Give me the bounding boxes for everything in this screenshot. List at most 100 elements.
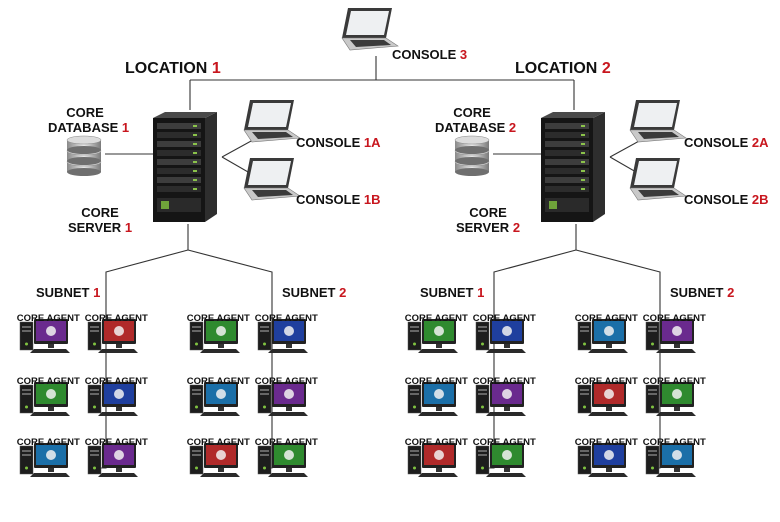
subnet-1-1-num: 1 (93, 285, 101, 300)
subnet-1-2-text: SUBNET (282, 285, 336, 300)
core-server-2-num: 2 (512, 220, 521, 235)
subnet-1-2-num: 2 (339, 285, 347, 300)
core-agent-label: CORE AGENT (186, 313, 250, 324)
subnet-2-1-bus (488, 249, 577, 469)
console-2b-text: CONSOLE (684, 192, 749, 207)
core-database-2-line2: DATABASE (435, 120, 506, 135)
core-server-1-icon (153, 112, 217, 222)
core-agent-label: CORE AGENT (186, 437, 250, 448)
core-agent-workstation-icon (475, 443, 526, 477)
core-agent-label: CORE AGENT (574, 376, 638, 387)
console-1b-num: 1B (363, 192, 381, 207)
console-2b-num: 2B (751, 192, 769, 207)
core-database-1-num: 1 (121, 120, 130, 135)
location-1-title-text: LOCATION (125, 60, 208, 77)
core-agent-workstation-icon (645, 443, 696, 477)
core-agent-workstation-icon (19, 443, 70, 477)
core-database-1-line1: CORE (66, 105, 104, 120)
core-agent-label: CORE AGENT (186, 376, 250, 387)
core-agent-workstation-icon (189, 443, 240, 477)
console-2a-laptop-icon (629, 99, 687, 143)
core-agent-workstation-icon (645, 319, 696, 353)
core-agent-workstation-icon (87, 319, 138, 353)
core-agent-label: CORE AGENT (574, 313, 638, 324)
console-2a-label: CONSOLE 2A (684, 136, 769, 149)
core-agent-label: CORE AGENT (16, 437, 80, 448)
core-database-2-num: 2 (508, 120, 517, 135)
console-1a-label: CONSOLE 1A (296, 136, 381, 149)
core-server-1-line1: CORE (81, 205, 119, 220)
core-agent-workstation-icon (87, 382, 138, 416)
core-server-1-line2: SERVER (67, 220, 122, 235)
core-agent-label: CORE AGENT (472, 313, 536, 324)
core-agent-label: CORE AGENT (254, 313, 318, 324)
console-2a-num: 2A (751, 135, 769, 150)
console-1a-num: 1A (363, 135, 381, 150)
console-1b-label: CONSOLE 1B (296, 193, 381, 206)
device-icons (19, 7, 696, 477)
console-2a-text: CONSOLE (684, 135, 749, 150)
console-3-text: CONSOLE (392, 47, 457, 62)
location-2-title: LOCATION 2 (515, 61, 611, 77)
core-agent-workstation-icon (407, 319, 458, 353)
core-agent-workstation-icon (577, 443, 628, 477)
core-agent-label: CORE AGENT (642, 437, 706, 448)
core-agent-label: CORE AGENT (404, 437, 468, 448)
console-1a-text: CONSOLE (296, 135, 361, 150)
core-agent-workstation-icon (87, 443, 138, 477)
core-agent-workstation-icon (189, 382, 240, 416)
core-agent-label: CORE AGENT (404, 376, 468, 387)
subnet-1-1-text: SUBNET (36, 285, 90, 300)
console-1a-laptop-icon (243, 99, 301, 143)
core-server-2-line2: SERVER (455, 220, 510, 235)
console-3-laptop-icon (341, 7, 399, 51)
core-agent-workstation-icon (475, 319, 526, 353)
core-agent-label: CORE AGENT (472, 376, 536, 387)
subnet-2-2-label: SUBNET 2 (670, 286, 734, 299)
location-2-num: 2 (601, 60, 611, 77)
core-agent-label: CORE AGENT (404, 313, 468, 324)
core-agent-label: CORE AGENT (642, 313, 706, 324)
subnet-1-2-label: SUBNET 2 (282, 286, 346, 299)
core-agent-label: CORE AGENT (642, 376, 706, 387)
core-server-1-num: 1 (124, 220, 133, 235)
core-agent-label: CORE AGENT (16, 313, 80, 324)
subnet-2-2-num: 2 (727, 285, 735, 300)
core-database-1-label: CORE DATABASE 1 (48, 105, 129, 135)
core-agent-label: CORE AGENT (16, 376, 80, 387)
core-agent-label: CORE AGENT (84, 376, 148, 387)
core-agent-workstation-icon (577, 319, 628, 353)
subnet-2-1-num: 1 (477, 285, 485, 300)
core-agent-workstation-icon (19, 382, 70, 416)
core-server-1-label: CORE SERVER 1 (62, 206, 138, 234)
console-3-label: CONSOLE 3 (392, 48, 467, 61)
location-1-num: 1 (211, 60, 221, 77)
core-agent-label: CORE AGENT (574, 437, 638, 448)
core-agent-workstation-icon (407, 382, 458, 416)
core-agent-label: CORE AGENT (254, 376, 318, 387)
core-agent-workstation-icon (257, 443, 308, 477)
subnet-1-1-bus (100, 249, 189, 469)
subnet-1-2-bus (187, 249, 273, 469)
core-agent-workstation-icon (257, 319, 308, 353)
console-1b-laptop-icon (243, 157, 301, 201)
location-2-title-text: LOCATION (515, 60, 598, 77)
core-agent-label: CORE AGENT (84, 437, 148, 448)
core-agent-workstation-icon (189, 319, 240, 353)
core-database-1-line2: DATABASE (48, 120, 119, 135)
core-database-2-line1: CORE (453, 105, 491, 120)
core-agent-label: CORE AGENT (254, 437, 318, 448)
subnet-2-1-text: SUBNET (420, 285, 474, 300)
core-agent-workstation-icon (577, 382, 628, 416)
core-server-2-label: CORE SERVER 2 (450, 206, 526, 234)
subnet-2-2-text: SUBNET (670, 285, 724, 300)
core-database-2-icon (454, 135, 490, 176)
core-agent-workstation-icon (19, 319, 70, 353)
subnet-2-1-label: SUBNET 1 (420, 286, 484, 299)
core-agent-workstation-icon (645, 382, 696, 416)
subnet-1-1-label: SUBNET 1 (36, 286, 100, 299)
core-database-2-label: CORE DATABASE 2 (435, 105, 516, 135)
location-1-title: LOCATION 1 (125, 61, 221, 77)
console-2b-label: CONSOLE 2B (684, 193, 769, 206)
